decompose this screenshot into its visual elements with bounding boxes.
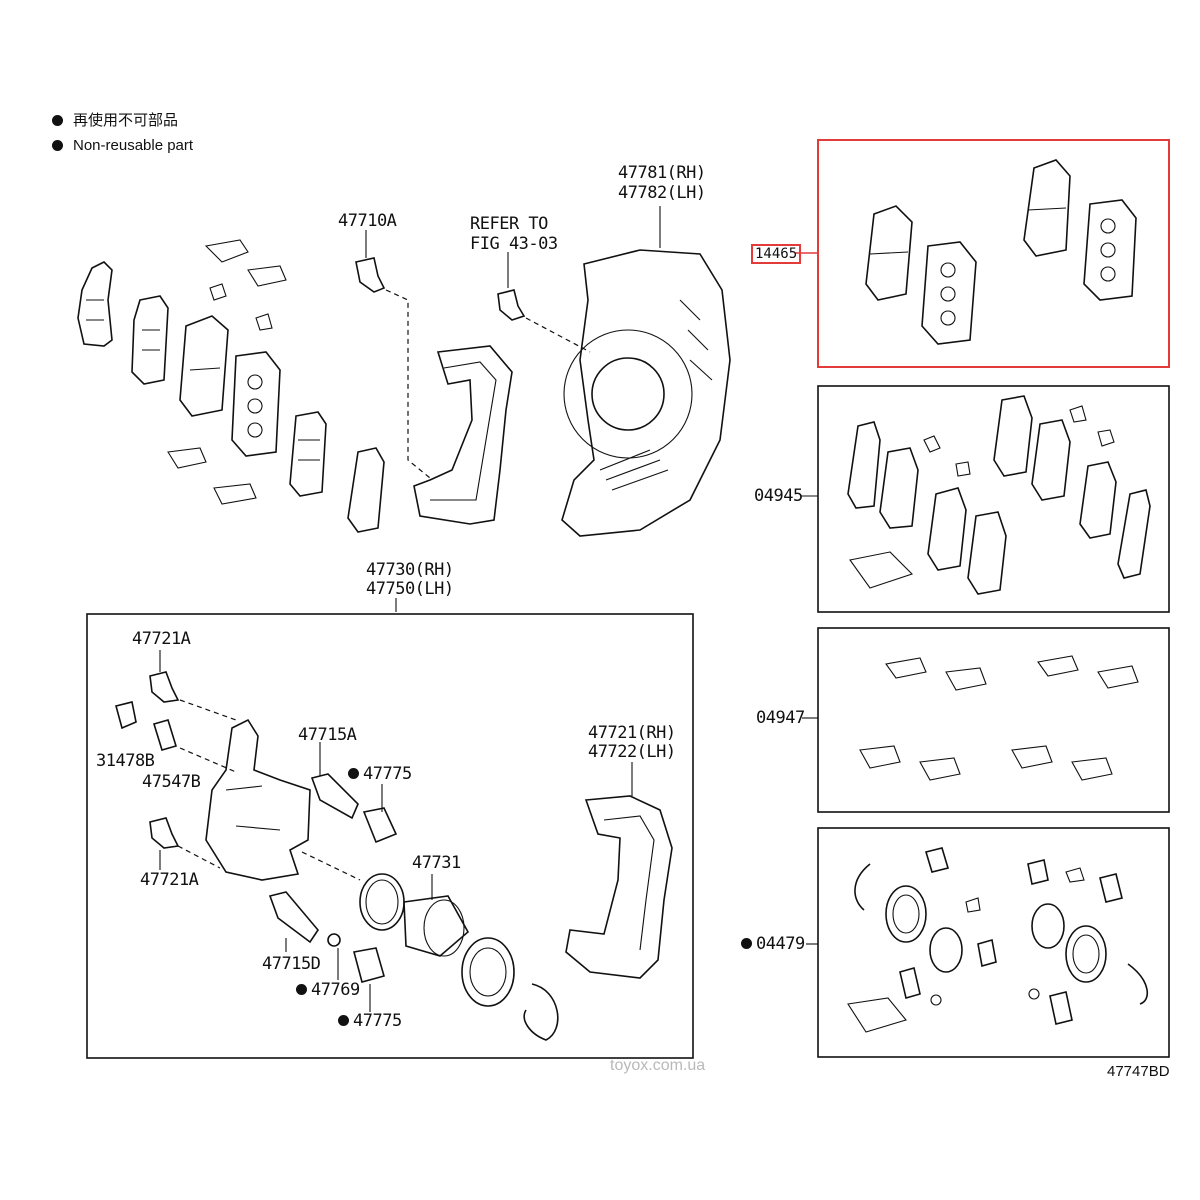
part-label-47722-lh: 47722(LH) xyxy=(588,742,676,762)
kit-04947-box xyxy=(817,627,1170,813)
part-label-47730-rh: 47730(RH) xyxy=(366,560,454,580)
part-label-47769: 47769 xyxy=(296,981,360,1000)
legend-chinese: 再使用不可部品 xyxy=(52,112,178,130)
part-label-47775-bottom: 47775 xyxy=(338,1012,402,1031)
non-reusable-dot-icon xyxy=(338,1015,349,1026)
part-label-47715D: 47715D xyxy=(262,954,321,974)
watermark: toyox.com.ua xyxy=(610,1057,706,1074)
figure-code: 47747BD xyxy=(1107,1063,1170,1080)
kit-04945-shims xyxy=(847,395,1151,595)
non-reusable-dot-icon xyxy=(741,938,752,949)
non-reusable-dot-icon xyxy=(52,140,63,151)
legend-english: Non-reusable part xyxy=(52,137,193,155)
cylinder-assembly-box xyxy=(86,613,694,1059)
part-label-47547B: 47547B xyxy=(142,772,201,792)
kit-04947-clips xyxy=(859,655,1139,781)
caliper-bracket xyxy=(355,257,591,525)
kit-04479-box xyxy=(817,827,1170,1058)
non-reusable-dot-icon xyxy=(296,984,307,995)
part-label-47782-lh: 47782(LH) xyxy=(618,183,706,203)
kit-label-04479: 04479 xyxy=(741,935,805,954)
cylinder-assembly-parts xyxy=(115,671,673,1041)
kit-label-14465: 14465 xyxy=(751,244,802,264)
non-reusable-dot-icon xyxy=(52,115,63,126)
kit-label-04945: 04945 xyxy=(754,486,803,506)
kit-label-04947: 04947 xyxy=(756,708,805,728)
part-label-47731: 47731 xyxy=(412,853,461,873)
part-label-47721-rh: 47721(RH) xyxy=(588,723,676,743)
non-reusable-dot-icon xyxy=(348,768,359,779)
part-label-47750-lh: 47750(LH) xyxy=(366,579,454,599)
part-label-47721A-top: 47721A xyxy=(132,629,191,649)
refer-label-line1: REFER TO xyxy=(470,214,548,234)
refer-label-line2: FIG 43-03 xyxy=(470,234,558,254)
kit-04479-seals xyxy=(847,847,1149,1033)
part-label-47781-rh: 47781(RH) xyxy=(618,163,706,183)
disc-dust-cover xyxy=(561,249,731,537)
part-label-47710A: 47710A xyxy=(338,211,397,231)
part-label-47715A: 47715A xyxy=(298,725,357,745)
part-label-31478B: 31478B xyxy=(96,751,155,771)
pad-clips-cluster xyxy=(77,239,385,533)
kit-04945-box xyxy=(817,385,1170,613)
kit-14465-pads xyxy=(865,159,1137,345)
part-label-47775-top: 47775 xyxy=(348,765,412,784)
part-label-47721A-bottom: 47721A xyxy=(140,870,199,890)
